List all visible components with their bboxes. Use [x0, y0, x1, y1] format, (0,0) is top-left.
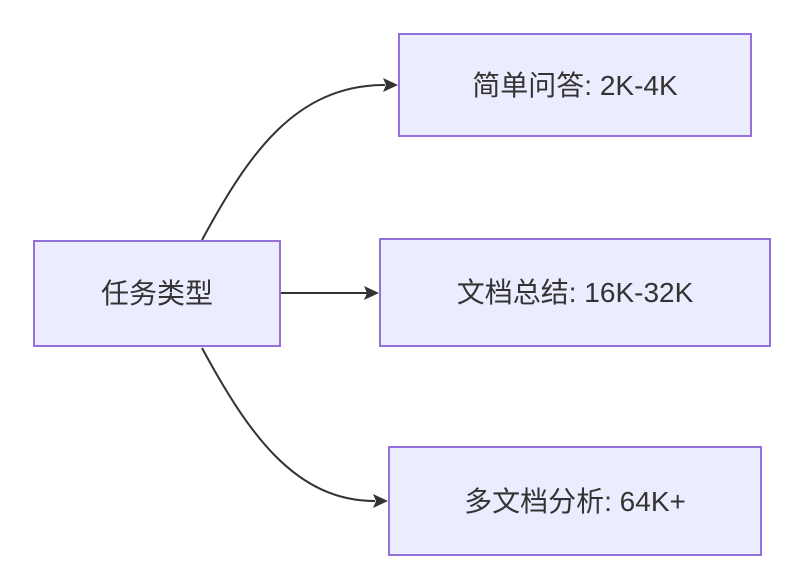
node-task-type: 任务类型 [33, 240, 281, 347]
node-simple-qa-label: 简单问答: 2K-4K [472, 69, 678, 101]
node-multi-doc-analysis-label: 多文档分析: 64K+ [464, 485, 686, 517]
arrowhead-multi-doc [373, 494, 388, 508]
arrowhead-simple-qa [383, 78, 398, 92]
node-doc-summary-label: 文档总结: 16K-32K [456, 277, 694, 308]
node-simple-qa: 简单问答: 2K-4K [398, 33, 752, 137]
node-multi-doc-analysis: 多文档分析: 64K+ [388, 446, 762, 556]
arrowhead-doc-summary [364, 286, 379, 300]
node-doc-summary: 文档总结: 16K-32K [379, 238, 771, 347]
edge-root-to-simple-qa [201, 84, 386, 241]
node-task-type-label: 任务类型 [100, 278, 213, 309]
edge-root-to-multi-doc [201, 347, 376, 502]
